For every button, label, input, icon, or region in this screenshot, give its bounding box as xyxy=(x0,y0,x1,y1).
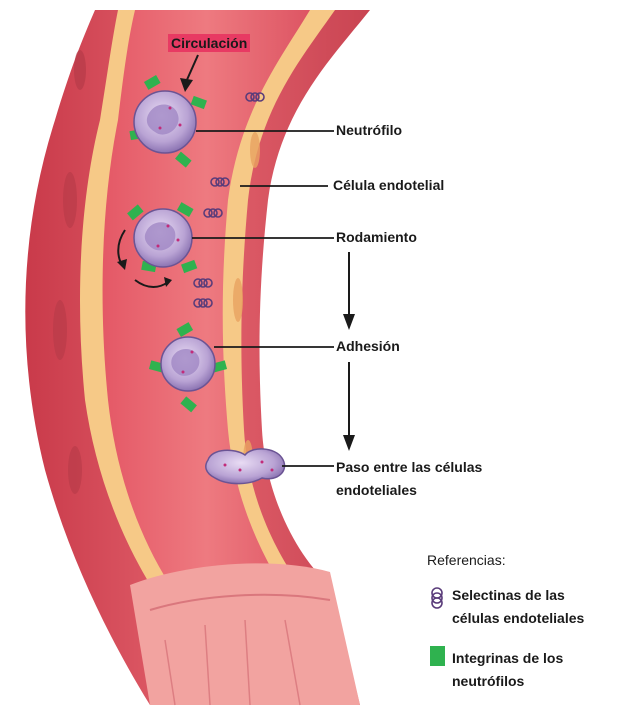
legend-integrin-icon xyxy=(430,646,445,666)
legend-title: Referencias: xyxy=(427,552,506,568)
label-rodamiento: Rodamiento xyxy=(336,229,417,246)
circulation-label: Circulación xyxy=(168,34,250,52)
legend-selectinas-line1: Selectinas de las xyxy=(452,585,565,605)
legend-integrinas-line2: neutrófilos xyxy=(452,671,524,691)
neutrophil-transmigrating xyxy=(206,449,285,484)
legend-selectin-icon xyxy=(432,588,442,608)
legend-integrinas-line1: Integrinas de los xyxy=(452,648,563,668)
label-celula-endotelial: Célula endotelial xyxy=(333,177,444,194)
vessel-cut-end xyxy=(130,563,360,705)
label-paso-line1: Paso entre las células xyxy=(336,459,482,476)
label-paso-line2: endoteliales xyxy=(336,482,417,499)
label-adhesion: Adhesión xyxy=(336,338,400,355)
label-neutrofilo: Neutrófilo xyxy=(336,122,402,139)
legend-selectinas-line2: células endoteliales xyxy=(452,608,584,628)
